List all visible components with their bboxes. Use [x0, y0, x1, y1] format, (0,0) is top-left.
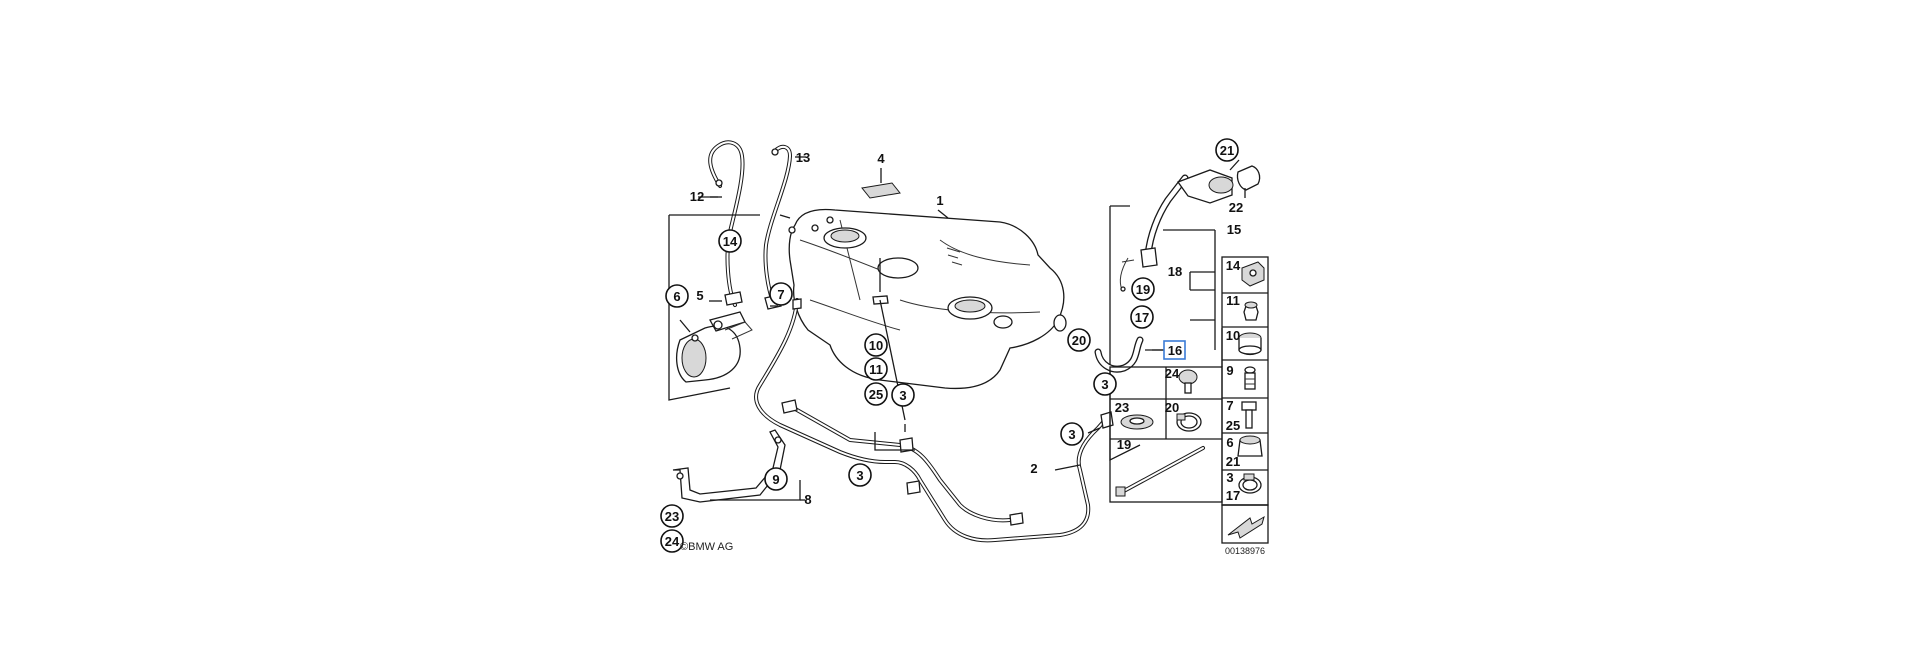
filler-neck[interactable] [1119, 165, 1261, 292]
svg-text:21: 21 [1220, 143, 1234, 158]
arrow-icon [1227, 515, 1265, 539]
tank-strap-bracket[interactable] [672, 429, 786, 503]
callout-15[interactable]: 15 [1227, 222, 1241, 237]
svg-text:2: 2 [1030, 461, 1037, 476]
svg-text:20: 20 [1072, 333, 1086, 348]
callout-3[interactable]: 3 [1060, 422, 1084, 446]
callout-25[interactable]: 25 [864, 382, 888, 406]
grid-label-7: 7 [1226, 398, 1233, 413]
svg-text:3: 3 [899, 388, 906, 403]
svg-text:19: 19 [1136, 282, 1150, 297]
callout-1[interactable]: 1 [936, 193, 943, 208]
callout-16[interactable]: 16 [1163, 340, 1186, 360]
svg-text:10: 10 [869, 338, 883, 353]
svg-text:12: 12 [690, 189, 704, 204]
svg-text:6: 6 [673, 289, 680, 304]
svg-text:16: 16 [1168, 343, 1182, 358]
grid-label-3: 3 [1226, 470, 1233, 485]
clamp-20-icon [1176, 412, 1202, 432]
grid-label-19: 19 [1117, 437, 1131, 452]
svg-text:22: 22 [1229, 200, 1243, 215]
callout-18[interactable]: 18 [1168, 264, 1182, 279]
callout-3[interactable]: 3 [848, 463, 872, 487]
svg-text:18: 18 [1168, 264, 1182, 279]
screw-7-icon [1241, 401, 1257, 429]
callout-3[interactable]: 3 [891, 383, 915, 407]
plug-24-icon [1178, 369, 1198, 394]
callout-8[interactable]: 8 [804, 492, 811, 507]
svg-text:8: 8 [804, 492, 811, 507]
grid-label-17: 17 [1226, 488, 1240, 503]
callout-14[interactable]: 14 [718, 229, 742, 253]
callout-21[interactable]: 21 [1215, 138, 1239, 162]
svg-text:7: 7 [777, 287, 784, 302]
svg-text:17: 17 [1135, 310, 1149, 325]
svg-text:9: 9 [772, 472, 779, 487]
cable-tie-19-icon [1115, 446, 1205, 497]
grommet-23-icon [1120, 414, 1154, 430]
callout-6[interactable]: 6 [665, 284, 689, 308]
label-plate[interactable] [861, 182, 901, 199]
callout-22[interactable]: 22 [1229, 200, 1243, 215]
grid-label-23: 23 [1115, 400, 1129, 415]
svg-text:14: 14 [723, 234, 738, 249]
vent-hose[interactable] [1094, 336, 1144, 373]
callout-12[interactable]: 12 [690, 189, 704, 204]
callout-5[interactable]: 5 [696, 288, 703, 303]
svg-text:1: 1 [936, 193, 943, 208]
hose-clamp-icon [1238, 473, 1262, 494]
svg-text:4: 4 [877, 151, 885, 166]
svg-text:24: 24 [665, 534, 680, 549]
callout-4[interactable]: 4 [877, 151, 885, 166]
fuel-tank[interactable] [788, 208, 1067, 390]
callout-9[interactable]: 9 [764, 467, 788, 491]
svg-text:5: 5 [696, 288, 703, 303]
svg-text:3: 3 [1101, 377, 1108, 392]
grid-label-20: 20 [1165, 400, 1179, 415]
grid-label-25: 25 [1226, 418, 1240, 433]
fuel-line[interactable] [754, 298, 1114, 543]
parts-grid [1109, 256, 1269, 544]
callout-11[interactable]: 11 [864, 357, 888, 381]
grid-label-21: 21 [1226, 454, 1240, 469]
svg-text:23: 23 [665, 509, 679, 524]
grommet-11-icon [1243, 301, 1259, 321]
svg-text:13: 13 [796, 150, 810, 165]
callout-17[interactable]: 17 [1130, 305, 1154, 329]
grid-label-10: 10 [1226, 328, 1240, 343]
callout-2[interactable]: 2 [1030, 461, 1037, 476]
callout-7[interactable]: 7 [769, 282, 793, 306]
callout-10[interactable]: 10 [864, 333, 888, 357]
svg-text:15: 15 [1227, 222, 1241, 237]
callout-20[interactable]: 20 [1067, 328, 1091, 352]
bolt-9-icon [1244, 366, 1256, 390]
callout-24[interactable]: 24 [660, 529, 684, 553]
grid-label-24: 24 [1165, 366, 1180, 381]
clip-14-icon [1241, 261, 1265, 287]
callout-19[interactable]: 19 [1131, 277, 1155, 301]
fuel-pump-assembly[interactable] [675, 140, 792, 383]
grid-label-14: 14 [1226, 258, 1241, 273]
grid-label-6: 6 [1226, 435, 1233, 450]
copyright-text: ©BMW AG [680, 541, 733, 553]
grommet-10-icon [1238, 332, 1262, 356]
nut-6-icon [1237, 435, 1263, 457]
svg-text:3: 3 [1068, 427, 1075, 442]
callout-23[interactable]: 23 [660, 504, 684, 528]
diagram-id: 00138976 [1225, 546, 1265, 556]
callout-13[interactable]: 13 [796, 150, 810, 165]
svg-text:11: 11 [869, 362, 883, 377]
svg-text:3: 3 [856, 468, 863, 483]
grid-label-9: 9 [1226, 363, 1233, 378]
svg-text:25: 25 [869, 387, 883, 402]
grid-label-11: 11 [1226, 293, 1240, 308]
callout-3[interactable]: 3 [1093, 372, 1117, 396]
